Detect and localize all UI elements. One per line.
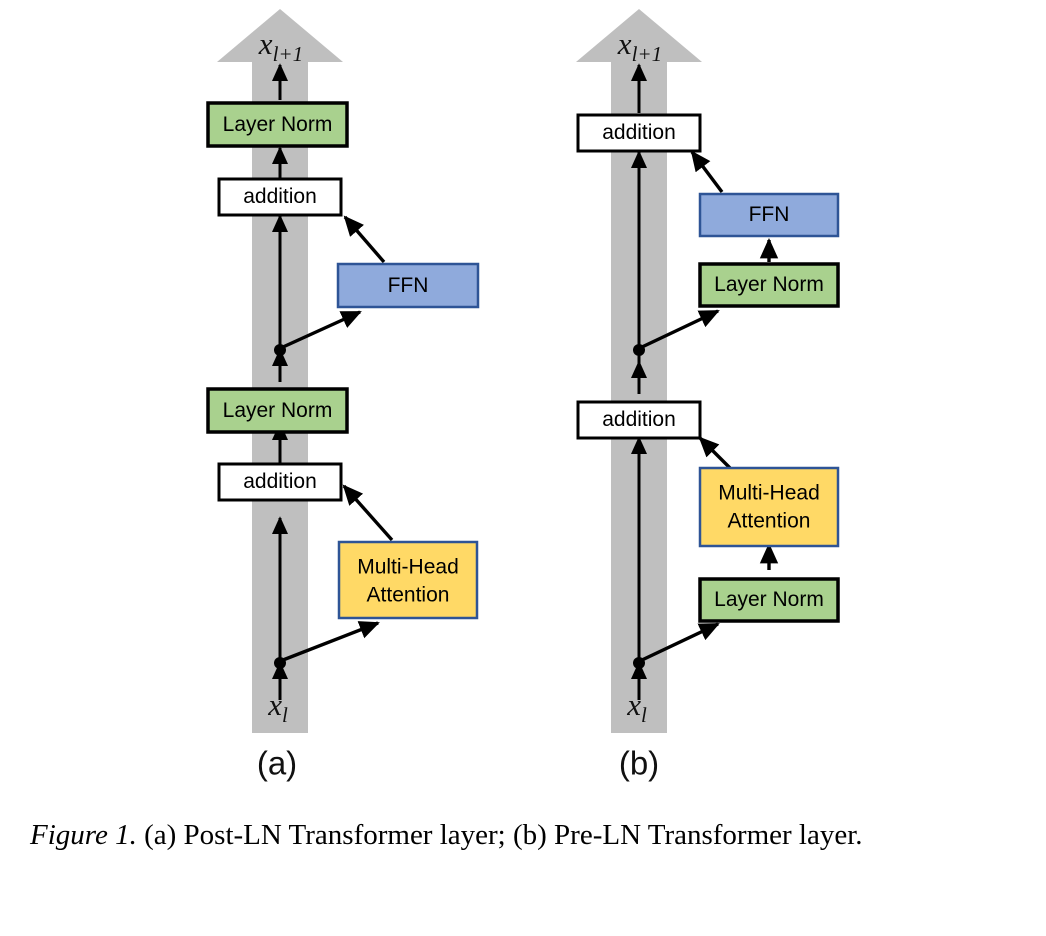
block-label-line1: Multi-Head (718, 482, 820, 505)
block-a-layer-norm-bottom[interactable]: Layer Norm (206, 387, 349, 434)
block-label: addition (602, 408, 676, 431)
block-label: Layer Norm (223, 399, 333, 422)
block-label: Layer Norm (223, 113, 333, 136)
block-a-attention[interactable]: Multi-Head Attention (337, 540, 479, 620)
input-label-a: xl (267, 687, 288, 727)
panel-b: addition FFN Layer Norm addition Multi-H… (576, 9, 840, 782)
output-label-b: xl+1 (617, 26, 662, 66)
branch-arrow-a-to-attention (282, 621, 380, 662)
branch-arrow-b-attention-to-addition (698, 436, 732, 470)
block-b-addition-bottom[interactable]: addition (576, 400, 702, 440)
branch-arrow-a-attention-to-addition (342, 484, 394, 542)
input-label-b: xl (626, 687, 647, 727)
block-label: addition (602, 121, 676, 144)
caption-lead: Figure 1. (30, 819, 137, 851)
block-label-line2: Attention (367, 584, 450, 607)
panel-a: Layer Norm addition FFN Layer Norm addit… (206, 9, 480, 782)
caption-body: (a) Post-LN Transformer layer; (b) Pre-L… (136, 819, 863, 851)
block-label-line1: Multi-Head (357, 556, 459, 579)
block-label: addition (243, 470, 317, 493)
block-label: Layer Norm (714, 273, 824, 296)
block-b-layer-norm-attn[interactable]: Layer Norm (698, 577, 840, 623)
block-label: FFN (749, 203, 790, 226)
panel-label-a: (a) (257, 745, 297, 782)
branch-arrow-a-ffn-to-addition (343, 215, 386, 264)
block-b-ffn[interactable]: FFN (698, 192, 840, 238)
block-label: FFN (388, 274, 429, 297)
block-label-line2: Attention (728, 510, 811, 533)
output-label-a: xl+1 (258, 26, 303, 66)
block-label: addition (243, 185, 317, 208)
block-b-attention[interactable]: Multi-Head Attention (698, 466, 840, 548)
block-label: Layer Norm (714, 588, 824, 611)
branch-arrow-b-to-layer-norm-attn (641, 622, 720, 662)
block-b-layer-norm-ffn[interactable]: Layer Norm (698, 262, 840, 308)
figure-caption: Figure 1. (a) Post-LN Transformer layer;… (30, 815, 1020, 856)
block-a-addition-bottom[interactable]: addition (217, 462, 343, 502)
branch-arrow-b-to-layer-norm-ffn (641, 309, 720, 349)
branch-arrow-b-ffn-to-addition (690, 150, 724, 194)
branch-arrow-a-to-ffn (282, 310, 362, 349)
block-b-addition-top[interactable]: addition (576, 113, 702, 153)
panel-label-b: (b) (619, 745, 659, 782)
block-a-layer-norm-top[interactable]: Layer Norm (206, 101, 349, 148)
block-a-addition-top[interactable]: addition (217, 177, 343, 217)
block-a-ffn[interactable]: FFN (336, 262, 480, 309)
